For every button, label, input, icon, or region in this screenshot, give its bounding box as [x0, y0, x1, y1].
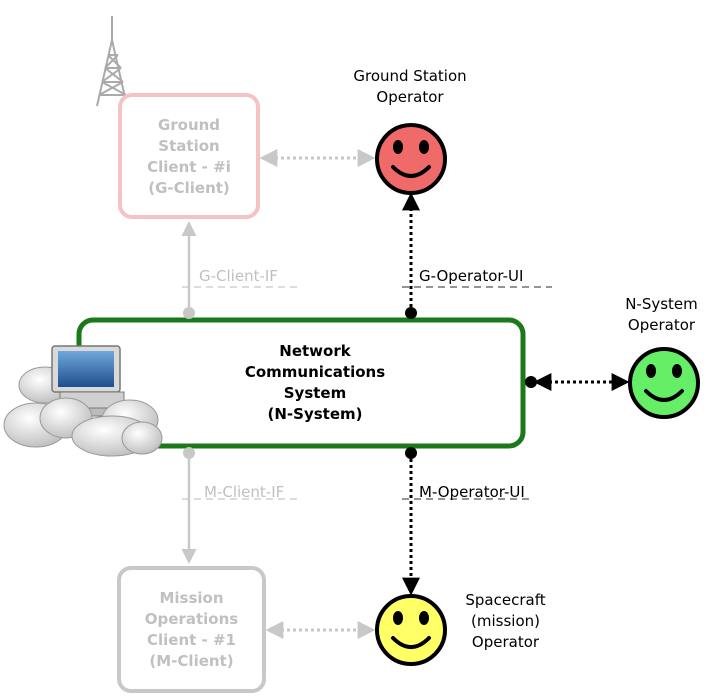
g-client-port: [183, 307, 195, 319]
g-client-if-label: G-Client-IF: [199, 267, 278, 285]
m-client-if-label: M-Client-IF: [204, 483, 285, 501]
m-client-port: [183, 447, 195, 459]
computer-cloud-icon: [3, 345, 163, 457]
mission-client-box: [117, 566, 266, 693]
ground-station-client-label: Ground Station Client - #i (G-Client): [147, 116, 231, 197]
ground-station-client-box: [118, 93, 260, 219]
mission-client-label: Mission Operations Client - #1 (M-Client…: [144, 589, 239, 670]
ground-station-operator-smiley-icon: [375, 123, 447, 195]
g-operator-ui-label: G-Operator-UI: [419, 267, 524, 285]
ground-station-operator-label: Ground Station Operator: [353, 67, 467, 106]
spacecraft-operator-label: Spacecraft (mission) Operator: [465, 591, 546, 651]
n-system-operator-smiley-icon: [628, 347, 700, 419]
radio-tower-icon: [96, 16, 128, 107]
m-operator-ui-label: M-Operator-UI: [419, 483, 525, 501]
spacecraft-operator-smiley-icon: [375, 594, 447, 666]
g-operator-port: [405, 307, 417, 319]
n-operator-port: [525, 376, 537, 388]
n-system-label: Network Communications System (N-System): [244, 342, 386, 423]
n-system-operator-label: N-System Operator: [625, 295, 698, 334]
m-operator-port: [405, 447, 417, 459]
